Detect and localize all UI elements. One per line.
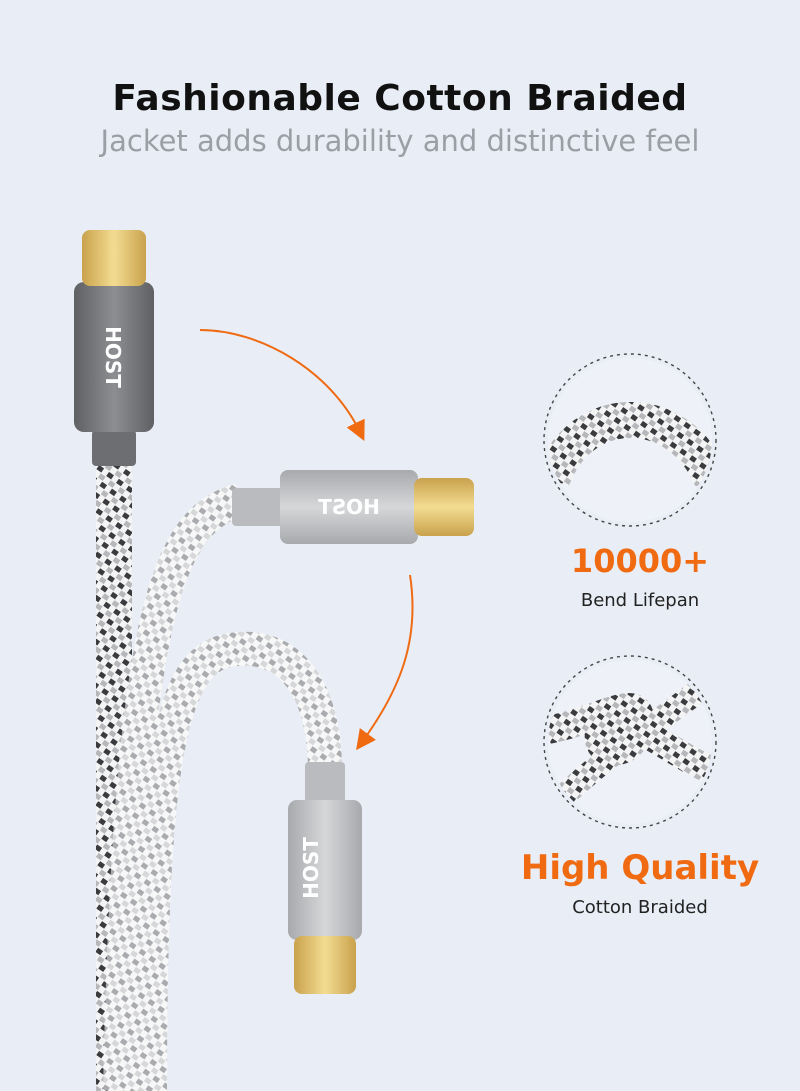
- arrow-1: [199, 329, 365, 441]
- brand-logo-middle: HOST: [318, 495, 380, 519]
- knot-detail-image: [543, 655, 717, 829]
- arrow-2: [356, 574, 414, 751]
- strain-relief: [305, 762, 345, 806]
- bend-detail-image: [543, 353, 717, 527]
- feature-label-quality: Cotton Braided: [572, 897, 708, 918]
- feature-label-bend: Bend Lifepan: [580, 590, 700, 611]
- cable-middle: HOST: [103, 470, 474, 1091]
- connector-housing: [288, 800, 362, 940]
- dashed-circle: [543, 353, 717, 527]
- usb-c-plug: [414, 478, 474, 536]
- dashed-circle: [543, 655, 717, 829]
- brand-logo-bottom: HOST: [299, 837, 323, 899]
- strain-relief: [232, 488, 284, 526]
- brand-logo-top: HOST: [101, 326, 125, 388]
- feature-value-quality: High Quality: [520, 848, 760, 888]
- cable-bottom: HOST: [133, 631, 362, 1091]
- feature-value-bend: 10000+: [570, 542, 710, 580]
- connector-housing: [280, 470, 418, 544]
- subheadline: Jacket adds durability and distinctive f…: [100, 124, 700, 158]
- headline: Fashionable Cotton Braided: [112, 78, 688, 119]
- usb-c-plug: [294, 936, 356, 994]
- connector-housing: [74, 282, 154, 432]
- usb-c-plug: [82, 230, 146, 286]
- strain-relief: [92, 430, 136, 466]
